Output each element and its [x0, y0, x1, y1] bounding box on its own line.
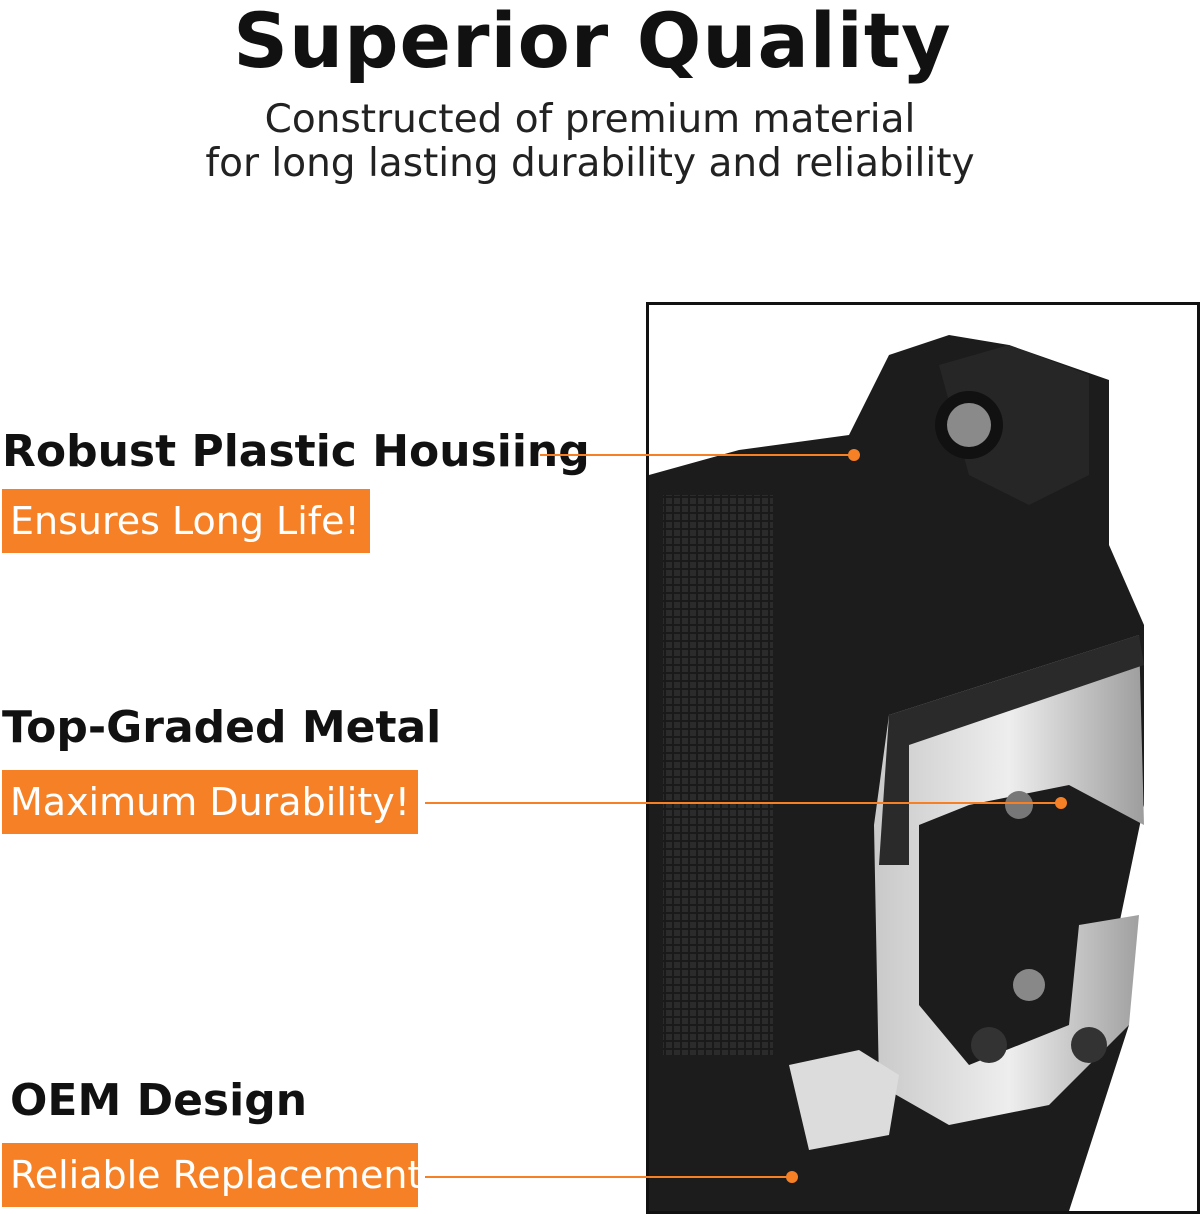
feature-tag-metal: Maximum Durability!: [2, 770, 418, 834]
subtitle-line-2: for long lasting durability and reliabil…: [205, 141, 975, 186]
feature-tag-oem: Reliable Replacement: [2, 1143, 422, 1207]
callout-dot-housing: [848, 449, 860, 461]
subtitle-line-1: Constructed of premium material: [264, 97, 916, 142]
feature-tag-housing: Ensures Long Life!: [2, 489, 370, 553]
feature-heading-housing: Robust Plastic Housiing: [2, 426, 590, 477]
feature-heading-metal: Top-Graded Metal: [2, 702, 442, 753]
page-title: Superior Quality: [233, 0, 952, 85]
feature-heading-oem: OEM Design: [10, 1075, 308, 1126]
callout-dot-oem: [786, 1171, 798, 1183]
product-image-frame: [646, 302, 1200, 1214]
callout-line-housing: [540, 454, 852, 456]
door-lock-actuator-image: [649, 335, 1144, 1211]
callout-line-oem: [425, 1176, 791, 1178]
callout-line-metal: [425, 802, 1059, 804]
callout-dot-metal: [1055, 797, 1067, 809]
